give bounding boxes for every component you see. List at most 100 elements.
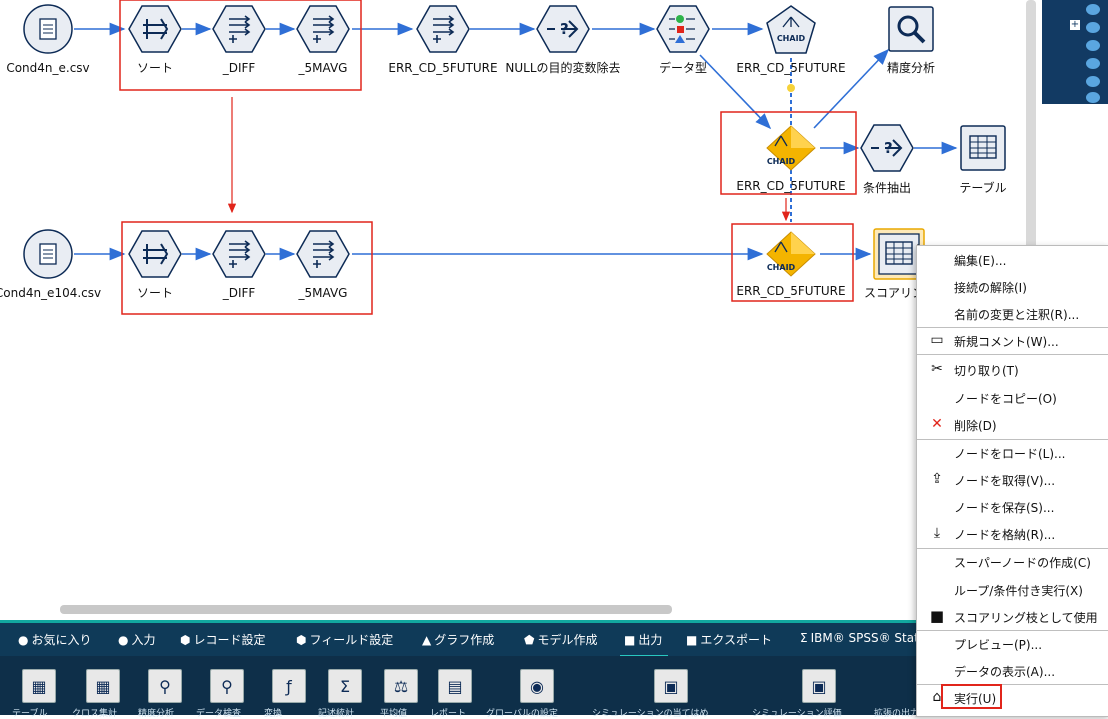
- tree-item-icon[interactable]: [1086, 40, 1100, 51]
- menu-item-use-as-scoring-branch[interactable]: ■スコアリング枝として使用: [929, 607, 1098, 625]
- simulation-icon: ▣: [663, 676, 679, 696]
- store-icon: ⤓: [933, 525, 941, 541]
- node-label: ERR_CD_5FUTURE: [388, 61, 497, 75]
- select-icon: [871, 139, 903, 157]
- node-label: スコアリン: [864, 286, 924, 300]
- select-node-null-removal[interactable]: ?: [536, 5, 590, 53]
- palette-means-node[interactable]: ⚖: [384, 669, 418, 703]
- menu-item-run[interactable]: ⌂実行(U): [917, 686, 1108, 710]
- menu-item-new-comment[interactable]: ▭新規コメント(W)...: [930, 332, 1059, 349]
- analysis-node[interactable]: [888, 6, 934, 52]
- chaid-model-nugget-2[interactable]: CHAID: [766, 231, 816, 277]
- menu-item-rename-annotate[interactable]: 名前の変更と注釈(R)...: [954, 308, 1080, 322]
- node-label: _5MAVG: [298, 61, 348, 75]
- stream-diagram[interactable]: Cond4n_e.csv ソート _DIFF _5MAVG ERR_CD_5FU…: [0, 0, 1040, 620]
- run-icon: ⌂: [932, 689, 942, 705]
- sort-icon: [143, 18, 169, 40]
- palette-sim-fit-node[interactable]: ▣: [654, 669, 688, 703]
- sort-node-1[interactable]: [128, 5, 182, 53]
- stream-canvas[interactable]: Cond4n_e.csv ソート _DIFF _5MAVG ERR_CD_5FU…: [0, 0, 1040, 620]
- palette-sim-eval-node[interactable]: ▣: [802, 669, 836, 703]
- palette-crosstab-node[interactable]: ▦: [86, 669, 120, 703]
- node-label: データ型: [659, 60, 707, 75]
- sort-node-2[interactable]: [128, 230, 182, 278]
- checkbox-icon[interactable]: ■: [929, 607, 945, 625]
- palette-label: 記述統計: [318, 709, 355, 719]
- node-label: ERR_CD_5FUTURE: [736, 284, 845, 298]
- globe-icon: ◉: [530, 676, 544, 696]
- tab-graphs[interactable]: ▲グラフ作成: [422, 633, 495, 647]
- source-node-cond4n-e104[interactable]: [23, 229, 73, 279]
- derive-node-diff-1[interactable]: [212, 5, 266, 53]
- palette-label: グローバルの設定: [486, 709, 558, 719]
- tree-item-icon[interactable]: [1086, 92, 1100, 103]
- tab-modeling[interactable]: ⬟モデル作成: [524, 633, 598, 647]
- hexagon-icon: ⬢: [296, 633, 307, 647]
- menu-item-store-node[interactable]: ⤓ノードを格納(R)...: [917, 522, 1108, 546]
- chaid-modeling-node[interactable]: CHAID: [766, 5, 816, 54]
- sparkle-icon: [787, 84, 795, 92]
- select-node-condition[interactable]: ?: [860, 124, 914, 172]
- palette-table-node[interactable]: ▦: [22, 669, 56, 703]
- tree-icon: [774, 241, 788, 253]
- tab-export[interactable]: ■エクスポート: [686, 633, 772, 647]
- palette-statistics-node[interactable]: Σ: [328, 669, 362, 703]
- palette-globals-node[interactable]: ◉: [520, 669, 554, 703]
- horizontal-scrollbar[interactable]: [60, 605, 672, 614]
- tab-field-ops[interactable]: ⬢フィールド設定: [296, 633, 394, 647]
- palette-analysis-node[interactable]: ⚲: [148, 669, 182, 703]
- menu-separator: [917, 630, 1108, 631]
- source-node-cond4n-e[interactable]: [23, 4, 73, 54]
- tab-sources[interactable]: ●入力: [118, 633, 156, 647]
- svg-text:?: ?: [884, 139, 893, 157]
- tree-item-icon[interactable]: [1086, 58, 1100, 69]
- palette-report-node[interactable]: ▤: [438, 669, 472, 703]
- node-label: 条件抽出: [863, 181, 911, 195]
- tree-item-icon[interactable]: [1086, 76, 1100, 87]
- tree-item-icon[interactable]: [1086, 22, 1100, 33]
- tab-output[interactable]: ■出力: [619, 633, 669, 658]
- chaid-model-nugget-1[interactable]: CHAID: [766, 125, 816, 171]
- palette-data-audit-node[interactable]: ⚲: [210, 669, 244, 703]
- node-label: ERR_CD_5FUTURE: [736, 179, 845, 193]
- derive-node-5mavg-2[interactable]: [296, 230, 350, 278]
- vertical-scrollbar[interactable]: [1026, 0, 1036, 250]
- menu-item-edit[interactable]: 編集(E)...: [954, 254, 1007, 268]
- menu-item-retrieve-node[interactable]: ⇪ノードを取得(V)...: [917, 468, 1108, 492]
- palette-transform-node[interactable]: ƒ: [272, 669, 306, 703]
- circle-icon: ●: [118, 633, 129, 647]
- menu-item-view-data[interactable]: データの表示(A)...: [954, 665, 1056, 679]
- cut-icon: ✂: [931, 361, 943, 377]
- sigma-icon: Σ: [800, 631, 808, 645]
- tab-record-ops[interactable]: ⬢レコード設定: [180, 633, 266, 647]
- evaluation-icon: ▣: [811, 676, 827, 696]
- hexagon-icon: ⬢: [180, 633, 191, 647]
- expand-icon[interactable]: +: [1070, 19, 1080, 30]
- derive-node-5mavg-1[interactable]: [296, 5, 350, 53]
- menu-item-delete[interactable]: ✕削除(D): [917, 413, 1108, 437]
- menu-separator: [917, 548, 1108, 549]
- menu-item-disconnect[interactable]: 接続の解除(I): [954, 281, 1027, 295]
- tree-icon: [782, 16, 800, 28]
- palette-label: シミュレーションの当てはめ: [592, 709, 709, 719]
- derive-node-err-cd-5future[interactable]: [416, 5, 470, 53]
- menu-item-cut[interactable]: ✂切り取り(T): [917, 358, 1108, 382]
- tree-item-icon[interactable]: [1086, 4, 1100, 15]
- menu-item-loop-conditional[interactable]: ループ/条件付き実行(X): [954, 584, 1083, 598]
- menu-separator: [917, 354, 1108, 355]
- table-icon: [969, 135, 997, 159]
- select-icon: [547, 20, 579, 38]
- scoring-table-node[interactable]: [873, 228, 925, 280]
- menu-item-save-node[interactable]: ノードを保存(S)...: [954, 501, 1055, 515]
- type-node[interactable]: [656, 5, 710, 53]
- menu-item-copy-node[interactable]: ノードをコピー(O): [954, 392, 1057, 406]
- tab-favorites[interactable]: ●お気に入り: [18, 633, 92, 647]
- table-node[interactable]: [960, 125, 1006, 171]
- menu-item-preview[interactable]: プレビュー(P)...: [954, 638, 1043, 652]
- menu-separator: [917, 684, 1108, 685]
- menu-item-load-node[interactable]: ノードをロード(L)...: [954, 447, 1066, 461]
- person-icon: ●: [18, 633, 29, 647]
- menu-item-create-supernode[interactable]: スーパーノードの作成(C): [954, 556, 1091, 570]
- derive-node-diff-2[interactable]: [212, 230, 266, 278]
